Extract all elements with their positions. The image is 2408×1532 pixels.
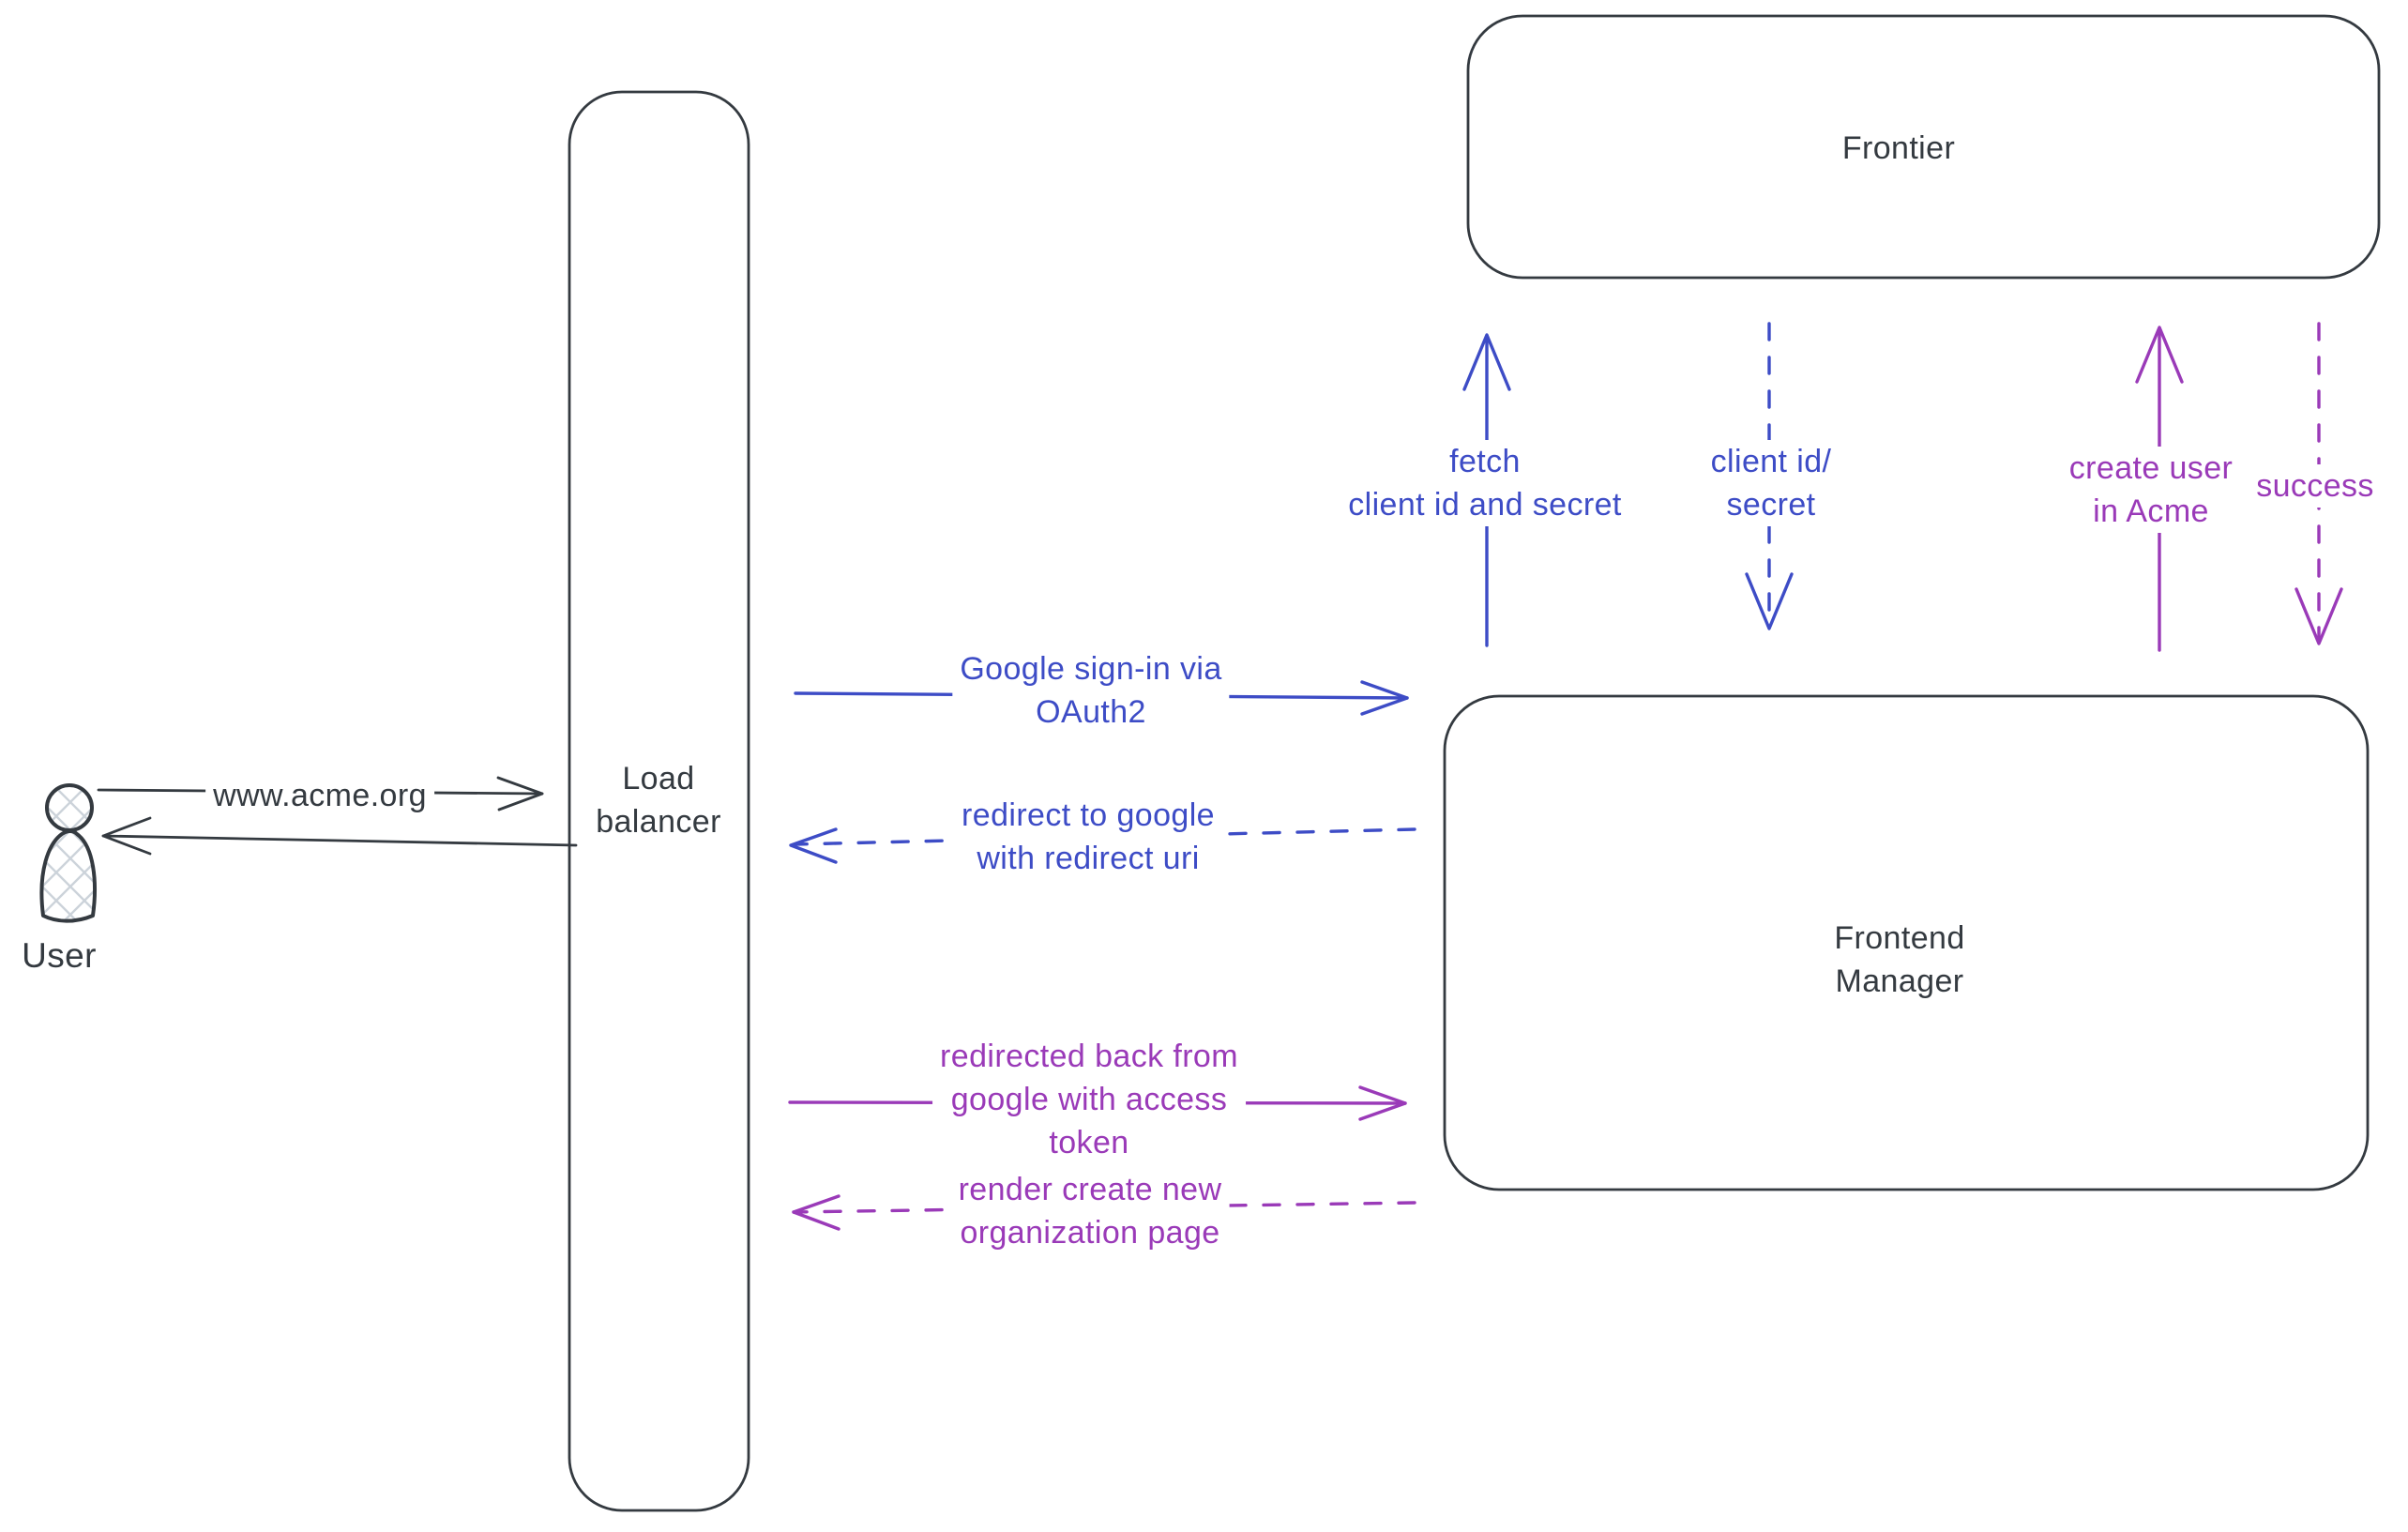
create-user-arrow	[2135, 326, 2184, 652]
frontier-box	[1466, 14, 2381, 280]
redirected-back-arrow	[788, 1085, 1407, 1121]
google-signin-arrow	[794, 680, 1409, 716]
frontend-manager-box	[1443, 694, 2370, 1191]
success-arrow	[2294, 322, 2343, 645]
client-id-secret-arrow	[1745, 322, 1794, 630]
www-response-arrow	[101, 816, 578, 856]
fetch-client-id-arrow	[1462, 333, 1511, 647]
www-request-arrow	[97, 776, 544, 812]
user-head	[45, 783, 94, 832]
user-body	[39, 829, 97, 923]
load-balancer-box	[568, 90, 750, 1512]
user-figure	[39, 783, 97, 923]
redirect-to-google-arrow	[789, 827, 1416, 864]
render-org-page-arrow	[792, 1194, 1416, 1231]
